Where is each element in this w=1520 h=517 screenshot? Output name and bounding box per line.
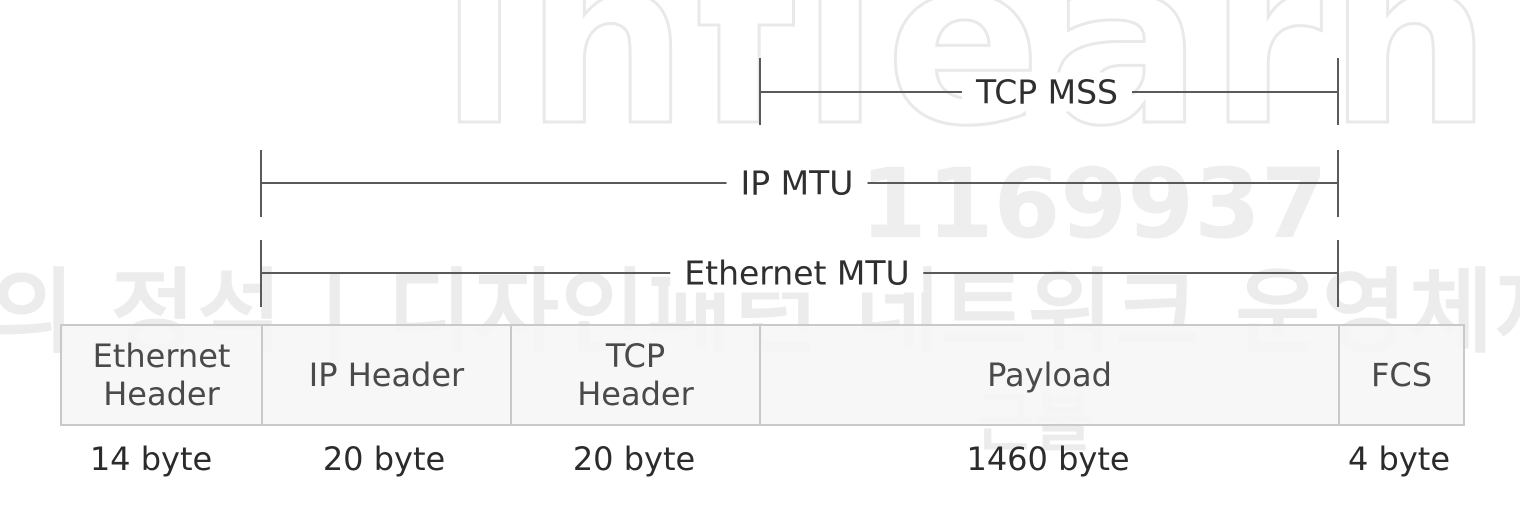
payload-field: Payload (761, 326, 1340, 424)
ip-header-size: 20 byte (322, 440, 446, 478)
ethernet-header-size: 14 byte (89, 440, 213, 478)
ip-mtu-label: IP MTU (726, 163, 868, 203)
fcs-size: 4 byte (1347, 440, 1451, 478)
payload-size: 1460 byte (966, 440, 1130, 478)
ethernet-mtu-label: Ethernet MTU (670, 253, 924, 293)
payload-label: Payload (987, 356, 1112, 394)
fcs-field: FCS (1340, 326, 1463, 424)
ethernet-frame: Ethernet Header IP Header TCP Header Pay… (60, 324, 1465, 426)
ip-header-field: IP Header (263, 326, 512, 424)
tcp-header-size: 20 byte (572, 440, 696, 478)
ethernet-header-field: Ethernet Header (62, 326, 263, 424)
tcp-header-field: TCP Header (512, 326, 761, 424)
ip-header-label: IP Header (308, 356, 465, 394)
tcp-mss-label: TCP MSS (961, 72, 1133, 112)
ethernet-header-label: Ethernet Header (92, 337, 231, 413)
tcp-header-label: TCP Header (577, 337, 694, 413)
fcs-label: FCS (1370, 356, 1433, 394)
